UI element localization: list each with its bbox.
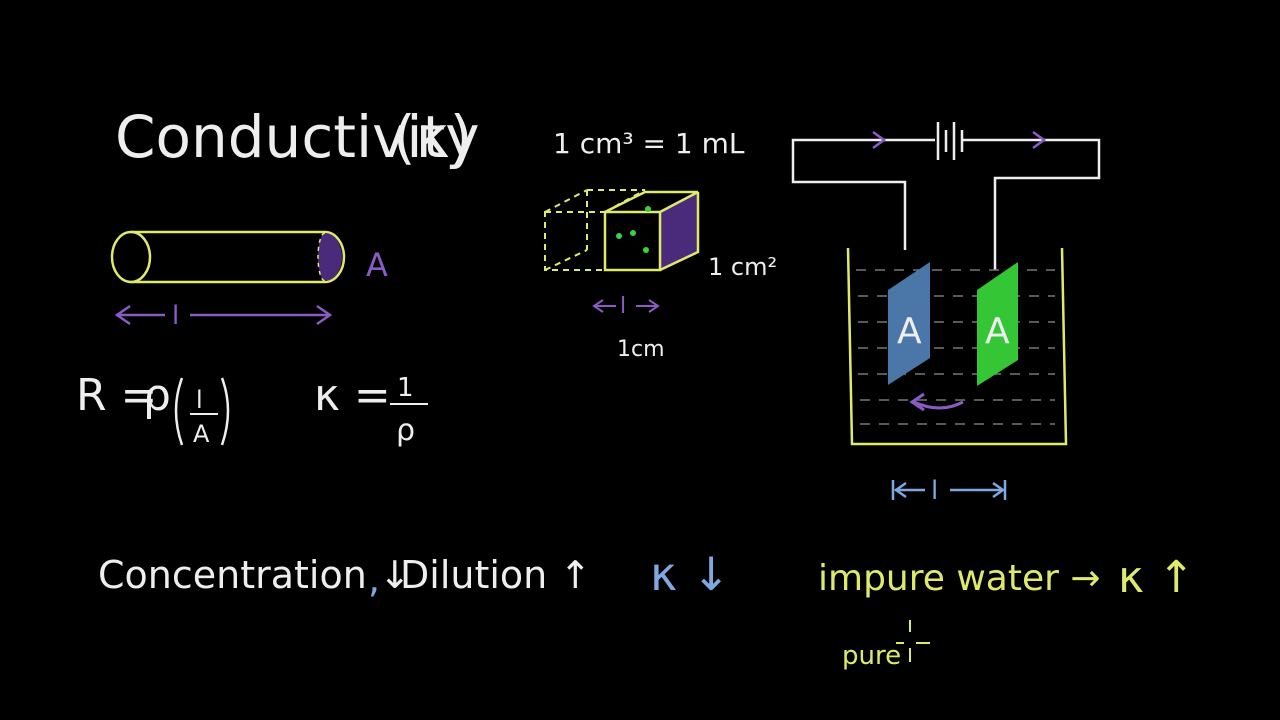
conductor-cylinder [110, 230, 346, 284]
pure-water-text: pure [842, 641, 901, 671]
resistance-lhs: R = [76, 370, 157, 421]
left-electrode-plate [888, 262, 930, 385]
battery-icon [936, 122, 964, 160]
unit-cube [544, 189, 700, 272]
kappa-decreases: κ ↓ [650, 547, 730, 601]
impure-water-text: impure water → [818, 558, 1101, 599]
cube-length-label: l [620, 294, 626, 319]
right-electrode-plate [977, 262, 1018, 386]
comma-separator: , [368, 557, 380, 601]
resistivity-symbol: ρ [143, 370, 171, 421]
cylinder-length-label: l [172, 301, 179, 331]
plate-gap-arrow [891, 480, 1007, 500]
concentration-text: Concentration ↓ [98, 553, 411, 597]
plate-gap-label: l [931, 476, 938, 506]
cube-length-arrow [592, 299, 660, 313]
resistance-formula: R = ρ l A [76, 370, 230, 448]
cube-length-value: 1cm [617, 337, 665, 362]
left-plate-area-label: A [897, 311, 922, 352]
title-symbol: (κ) [393, 103, 472, 171]
title: Conductivity (κ) [115, 103, 480, 171]
fraction-numerator-l: l [196, 386, 203, 414]
cylinder-length-arrow [114, 304, 333, 326]
fraction-denominator-A: A [193, 420, 210, 448]
fraction-numerator-one: 1 [397, 373, 414, 403]
volume-equation: 1 cm³ = 1 mL [553, 127, 745, 160]
dilution-text: Dilution ↑ [400, 553, 591, 597]
right-plate-area-label: A [985, 311, 1010, 352]
conductivity-cell [791, 122, 1101, 446]
title-text: Conductivity [115, 103, 480, 171]
conductivity-formula: κ = 1 ρ [314, 370, 428, 448]
pure-water-mark [896, 620, 930, 662]
cylinder-area-label: A [366, 246, 388, 284]
fraction-denominator-rho: ρ [396, 413, 415, 448]
cube-face-area: 1 cm² [708, 253, 777, 281]
kappa-increases: κ ↑ [1118, 552, 1195, 603]
kappa-lhs: κ = [314, 370, 391, 421]
